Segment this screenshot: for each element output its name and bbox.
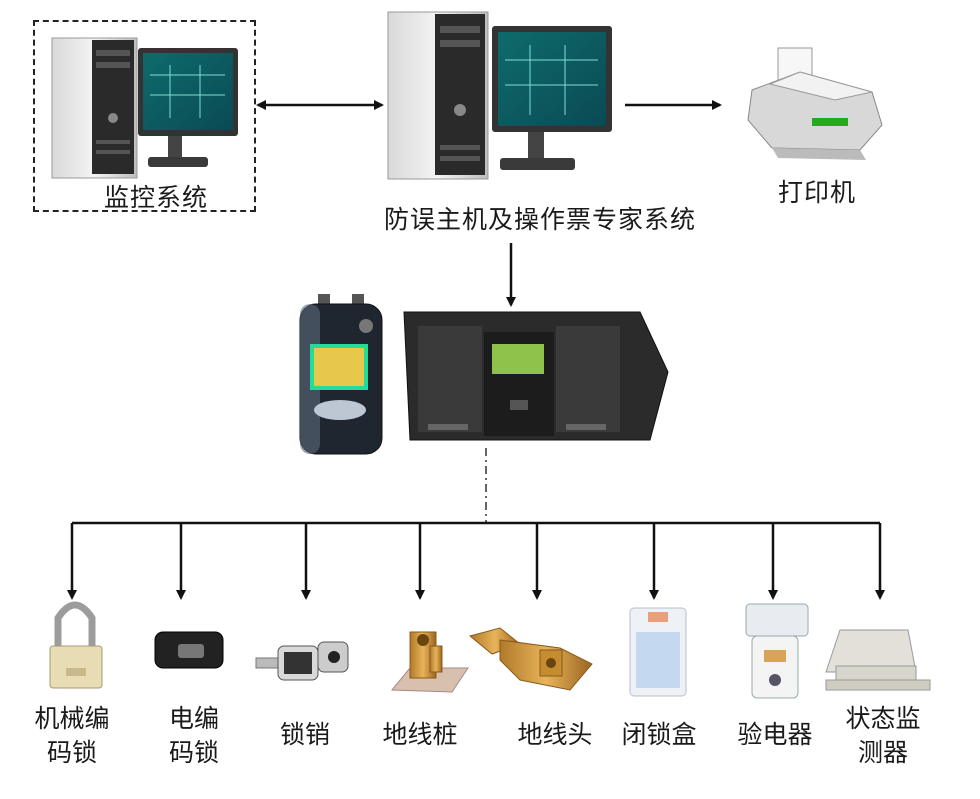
lock-pin-icon: [255, 641, 349, 681]
printer-icon: [747, 47, 883, 160]
device-label-line1: 机械编: [34, 704, 110, 733]
padlock-icon: [49, 601, 103, 689]
monitor-system-label: 监控系统: [104, 183, 209, 212]
lock-box-icon: [629, 607, 687, 697]
device-label-line1: 电编: [168, 704, 219, 733]
device-label-elec-lock: 电编 码锁: [149, 702, 239, 770]
ground-post-icon: [390, 631, 469, 693]
device-label-ground-post: 地线桩: [375, 718, 465, 752]
device-label-lock-box: 闭锁盒: [614, 718, 704, 752]
device-label-status-monitor: 状态监 测器: [838, 702, 928, 770]
device-label-line2: 码锁: [46, 738, 97, 767]
monitor-system-group: [33, 20, 256, 212]
device-label-ground-head: 地线头: [510, 718, 600, 752]
handheld-key-icon: [299, 294, 383, 455]
device-label-mech-lock: 机械编 码锁: [27, 702, 117, 770]
status-monitor-icon: [825, 629, 931, 691]
device-label-line2: 码锁: [168, 738, 219, 767]
electric-lock-icon: [154, 631, 224, 669]
expert-system-label: 防误主机及操作票专家系统: [384, 205, 697, 234]
device-label-line1: 地线头: [517, 720, 593, 749]
host-computer-icon: [387, 11, 612, 180]
printer-label: 打印机: [778, 178, 857, 207]
device-label-voltage-tester: 验电器: [730, 718, 820, 752]
controller-base-icon: [403, 311, 669, 441]
device-label-line1: 验电器: [737, 720, 813, 749]
device-label-line1: 地线桩: [382, 720, 458, 749]
device-label-line1: 状态监: [845, 704, 921, 733]
device-label-line2: 测器: [857, 738, 908, 767]
device-label-line1: 锁销: [279, 720, 330, 749]
device-label-line1: 闭锁盒: [621, 720, 697, 749]
device-drops: [67, 523, 885, 600]
device-label-lock-pin: 锁销: [260, 718, 350, 752]
voltage-tester-icon: [745, 603, 809, 699]
ground-clamp-icon: [468, 627, 593, 691]
monitor-system-computer-icon: [51, 37, 238, 179]
